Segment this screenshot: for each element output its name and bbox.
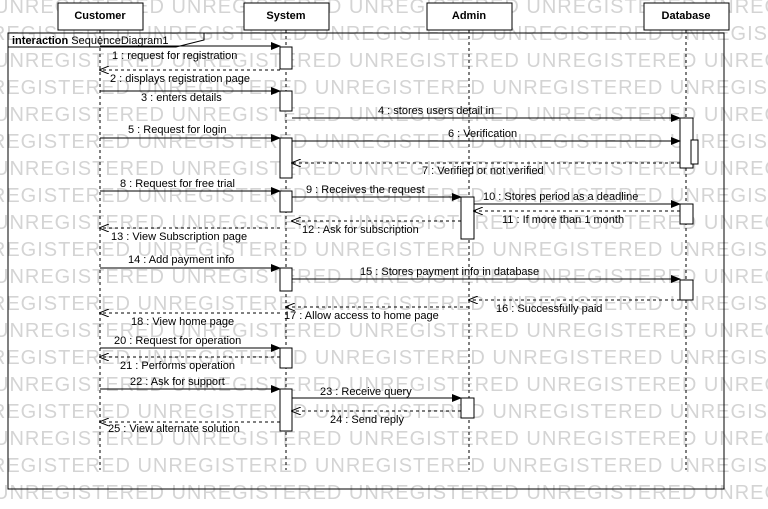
messages: 1 : request for registration 2 : displays…	[100, 42, 681, 435]
message[interactable]: 16 : Successfully paid	[469, 300, 680, 315]
message[interactable]: 22 : Ask for support	[100, 376, 281, 393]
activation-system-2	[279, 90, 293, 112]
watermark-row: UNREGISTERED UNREGISTERED UNREGISTERED U…	[0, 455, 768, 477]
message[interactable]: 10 : Stores period as a deadline	[474, 191, 681, 208]
message-label: 25 : View alternate solution	[108, 423, 240, 435]
message[interactable]: 24 : Send reply	[292, 411, 461, 426]
frame-label: interaction SequenceDiagram1	[12, 35, 169, 47]
watermark-row: UNREGISTERED UNREGISTERED UNREGISTERED U…	[0, 293, 768, 315]
message-label: 11 : If more than 1 month	[502, 214, 624, 226]
message[interactable]: 20 : Request for operation	[100, 335, 281, 352]
watermark-row: UNREGISTERED UNREGISTERED UNREGISTERED U…	[0, 23, 768, 45]
lifeline-label-database: Database	[662, 10, 711, 22]
message-label: 3 : enters details	[141, 92, 222, 104]
message-label: 22 : Ask for support	[130, 376, 225, 388]
message[interactable]: 13 : View Subscription page	[100, 228, 280, 243]
frame-keyword: interaction	[12, 35, 69, 47]
activation-system-7	[279, 388, 293, 432]
lifeline-label-customer: Customer	[74, 10, 126, 22]
message[interactable]: 2 : displays registration page	[100, 70, 280, 85]
message[interactable]: 15 : Stores payment info in database	[292, 266, 681, 283]
message-label: 21 : Performs operation	[120, 360, 235, 372]
message-label: 14 : Add payment info	[128, 254, 234, 266]
watermark-row: UNREGISTERED UNREGISTERED UNREGISTERED U…	[0, 266, 768, 288]
activation-database-3	[679, 279, 694, 301]
message-label: 17 : Allow access to home page	[284, 310, 439, 322]
lifeline-customer[interactable]: Customer	[57, 2, 144, 470]
message[interactable]: 4 : stores users detail in	[292, 105, 681, 122]
message-label: 1 : request for registration	[112, 50, 237, 62]
watermark-row: UNREGISTERED UNREGISTERED UNREGISTERED U…	[0, 482, 768, 504]
message[interactable]: 17 : Allow access to home page	[284, 307, 469, 322]
message[interactable]: 21 : Performs operation	[100, 357, 280, 372]
lifeline-database[interactable]: Database	[643, 2, 730, 470]
message-label: 4 : stores users detail in	[378, 105, 494, 117]
watermark-row: UNREGISTERED UNREGISTERED UNREGISTERED U…	[0, 104, 768, 126]
watermark-row: UNREGISTERED UNREGISTERED UNREGISTERED U…	[0, 158, 768, 180]
message-label: 5 : Request for login	[128, 124, 226, 136]
watermark-row: UNREGISTERED UNREGISTERED UNREGISTERED U…	[0, 320, 768, 342]
message[interactable]: 7 : Verified or not verified	[292, 163, 680, 177]
message[interactable]: 6 : Verification	[292, 128, 681, 145]
message[interactable]: 1 : request for registration	[100, 42, 281, 62]
message-label: 12 : Ask for subscription	[302, 224, 419, 236]
activation-system-4	[279, 190, 293, 213]
activation-system-1	[279, 46, 293, 70]
lifeline-label-system: System	[266, 10, 305, 22]
message-label: 10 : Stores period as a deadline	[483, 191, 638, 203]
message-label: 9 : Receives the request	[306, 184, 425, 196]
message[interactable]: 9 : Receives the request	[292, 184, 462, 201]
message-label: 13 : View Subscription page	[111, 231, 247, 243]
activation-system-5	[279, 267, 293, 292]
watermark-row: UNREGISTERED UNREGISTERED UNREGISTERED U…	[0, 428, 768, 450]
message-label: 24 : Send reply	[330, 414, 404, 426]
message-label: 6 : Verification	[448, 128, 517, 140]
activation-bars	[279, 46, 699, 432]
message-label: 20 : Request for operation	[114, 335, 241, 347]
message-label: 2 : displays registration page	[110, 73, 250, 85]
lifeline-admin[interactable]: Admin	[426, 2, 513, 470]
frame-name: SequenceDiagram1	[71, 35, 168, 47]
message[interactable]: 8 : Request for free trial	[100, 178, 281, 195]
activation-database-nested	[690, 139, 699, 165]
message[interactable]: 18 : View home page	[100, 313, 280, 328]
watermark-row: UNREGISTERED UNREGISTERED UNREGISTERED U…	[0, 131, 768, 153]
watermark-row: UNREGISTERED UNREGISTERED UNREGISTERED U…	[0, 50, 768, 72]
message-label: 23 : Receive query	[320, 386, 412, 398]
watermark-row: UNREGISTERED UNREGISTERED UNREGISTERED U…	[0, 0, 768, 18]
message-label: 18 : View home page	[131, 316, 234, 328]
watermark-row: UNREGISTERED UNREGISTERED UNREGISTERED U…	[0, 77, 768, 99]
watermark-row: UNREGISTERED UNREGISTERED UNREGISTERED U…	[0, 401, 768, 423]
activation-admin-1	[460, 196, 475, 240]
message[interactable]: 5 : Request for login	[100, 124, 281, 142]
activation-database-2	[679, 203, 694, 225]
activation-system-6	[279, 347, 293, 369]
message-label: 7 : Verified or not verified	[422, 165, 544, 177]
watermark-row: UNREGISTERED UNREGISTERED UNREGISTERED U…	[0, 212, 768, 234]
message[interactable]: 12 : Ask for subscription	[292, 221, 461, 236]
watermark-row: UNREGISTERED UNREGISTERED UNREGISTERED U…	[0, 347, 768, 369]
message[interactable]: 25 : View alternate solution	[100, 422, 280, 435]
message-label: 16 : Successfully paid	[496, 303, 602, 315]
message-label: 8 : Request for free trial	[120, 178, 235, 190]
activation-admin-2	[460, 397, 475, 419]
lifeline-label-admin: Admin	[452, 10, 487, 22]
activation-system-3	[279, 137, 293, 179]
message[interactable]: 23 : Receive query	[292, 386, 462, 402]
message-label: 15 : Stores payment info in database	[360, 266, 539, 278]
message[interactable]: 11 : If more than 1 month	[474, 211, 680, 226]
watermark-row: UNREGISTERED UNREGISTERED UNREGISTERED U…	[0, 239, 768, 261]
message[interactable]: 14 : Add payment info	[100, 254, 281, 272]
interaction-frame: interaction SequenceDiagram1	[7, 32, 725, 490]
watermark-row: UNREGISTERED UNREGISTERED UNREGISTERED U…	[0, 374, 768, 396]
message[interactable]: 3 : enters details	[100, 87, 281, 104]
